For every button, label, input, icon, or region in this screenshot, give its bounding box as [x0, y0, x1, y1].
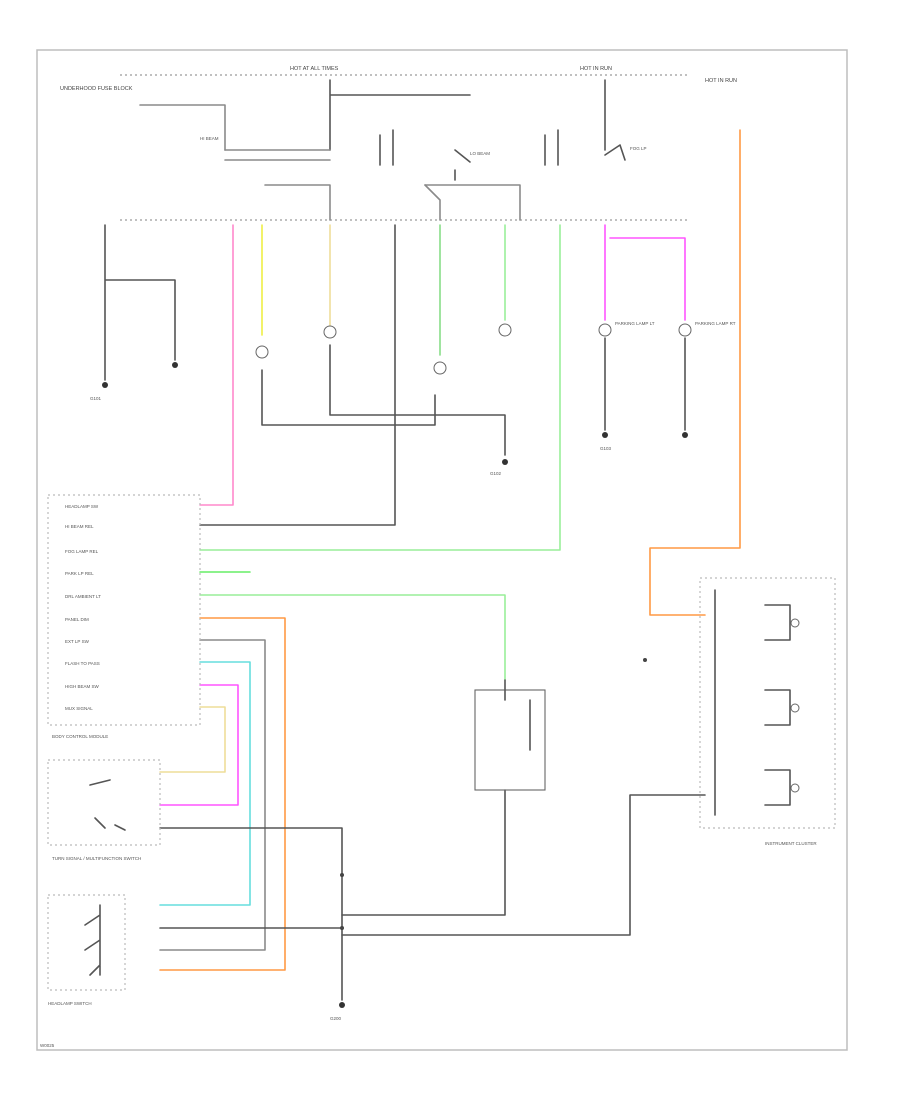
ground-mid-icon	[502, 459, 508, 465]
ground-left-icon	[102, 382, 108, 388]
ground-park-left-icon	[602, 432, 608, 438]
bcm-row-6: EXT LP SW	[65, 639, 90, 644]
wire-violet-hi-sw	[159, 684, 239, 806]
wire-black-cluster-ground	[341, 794, 706, 936]
splice-3	[643, 658, 647, 662]
cluster-lamp-top-icon	[790, 618, 800, 628]
relay-label-lo-beam: LO BEAM	[470, 151, 490, 156]
lamp-right-hi-icon	[323, 325, 337, 339]
wire-green-fog-rel	[199, 224, 561, 551]
lamp-right-lo-icon	[498, 323, 512, 337]
relay-label-fog: FOG LP	[630, 146, 647, 151]
wire-fuse-inner-a	[264, 184, 331, 221]
splice-1	[340, 873, 344, 877]
cluster-indicator-top	[764, 604, 791, 641]
turn-switch-contacts	[89, 779, 126, 831]
label-bcm: BODY CONTROL MODULE	[52, 734, 108, 739]
bcm-row-0: HEADLAMP SW	[65, 504, 99, 509]
label-ground-right: G103	[600, 446, 612, 451]
bcm-row-7: FLASH TO PASS	[65, 661, 100, 666]
lamp-left-fog-icon	[433, 361, 447, 375]
label-headlamp-switch: HEADLAMP SWITCH	[48, 1001, 92, 1006]
wire-top-bus-left	[329, 79, 471, 151]
turn-signal-switch-box	[47, 759, 161, 846]
diagram-frame	[36, 49, 848, 1051]
label-ground-main: G200	[330, 1016, 342, 1021]
label-ground-mid: G102	[490, 471, 502, 476]
bcm-row-8: HIGH BEAM SW	[65, 684, 100, 689]
fog-relay-coil	[504, 679, 531, 751]
lamp-left-lo-icon	[255, 345, 269, 359]
lamp-park-right-icon	[678, 323, 692, 337]
wire-tan-mux	[159, 706, 226, 773]
instrument-cluster-box	[699, 577, 836, 829]
cluster-indicator-mid	[764, 689, 791, 726]
label-park-lamp-right: PARKING LAMP RT	[695, 321, 736, 326]
label-hot-in-run: HOT IN RUN	[580, 66, 612, 72]
corner-code: W0025	[40, 1043, 55, 1048]
wire-gray-ext-sw	[159, 639, 266, 951]
wire-relay-feed	[224, 149, 331, 161]
lamp-park-left-icon	[598, 323, 612, 337]
relay-label-hi-beam: HI BEAM	[200, 136, 219, 141]
wire-fuse-feed-left	[139, 104, 226, 151]
cluster-lamp-low-icon	[790, 783, 800, 793]
wire-black-lamp-ground-left	[261, 369, 436, 426]
bcm-box	[47, 494, 201, 726]
wire-left-side-ground	[104, 224, 176, 381]
label-ground-left: G101	[90, 396, 102, 401]
wire-green-drl-sensor	[199, 594, 506, 681]
wire-black-hi-rel	[199, 224, 396, 526]
ground-left-b-icon	[172, 362, 178, 368]
headlamp-switch-contacts	[84, 904, 101, 976]
bcm-row-3: PARK LP REL	[65, 571, 94, 576]
fog-relay-module-box	[474, 689, 546, 791]
label-hot-in-run-far-right: HOT IN RUN	[705, 78, 737, 84]
wire-pink-headlamp	[199, 224, 234, 506]
wire-fuse-inner-c	[424, 184, 441, 221]
relay-far-right-switch	[604, 144, 626, 161]
label-hot-at-all-times: HOT AT ALL TIMES	[290, 66, 339, 72]
label-instrument-cluster: INSTRUMENT CLUSTER	[765, 841, 817, 846]
bcm-row-2: FOG LAMP REL	[65, 549, 99, 554]
bcm-row-labels: HEADLAMP SW HI BEAM REL FOG LAMP REL PAR…	[65, 504, 101, 711]
bcm-row-5: PANEL DIM	[65, 617, 89, 622]
wire-violet-park-right	[609, 237, 686, 321]
bcm-row-1: HI BEAM REL	[65, 524, 94, 529]
wire-orange-panel-dim	[159, 617, 286, 971]
bcm-row-9: MUX SIGNAL	[65, 706, 93, 711]
wire-black-lamp-ground-right	[329, 344, 506, 456]
wire-cyan-flash	[159, 661, 251, 906]
splice-2	[340, 926, 344, 930]
ground-main-icon	[339, 1002, 345, 1008]
wire-orange-cluster-feed	[649, 129, 741, 616]
cluster-lamp-mid-icon	[790, 703, 800, 713]
wire-black-fog-relay-ground	[341, 789, 506, 916]
label-turn-switch: TURN SIGNAL / MULTIFUNCTION SWITCH	[52, 856, 141, 861]
label-park-lamp-left: PARKING LAMP LT	[615, 321, 655, 326]
cluster-indicator-low	[764, 769, 791, 806]
ground-park-right-icon	[682, 432, 688, 438]
headlamp-switch-box	[47, 894, 126, 991]
bcm-row-4: DRL AMBIENT LT	[65, 594, 101, 599]
wire-fuse-inner-b	[424, 184, 521, 221]
label-underhood-fuse-block: UNDERHOOD FUSE BLOCK	[60, 86, 133, 92]
wire-black-turn-ground	[159, 827, 343, 1001]
relay-mid-switch	[454, 149, 471, 181]
